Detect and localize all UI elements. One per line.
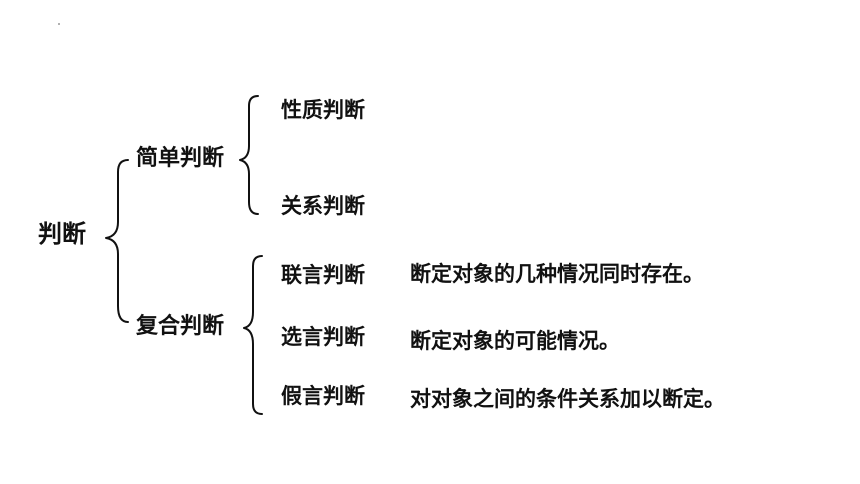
hypothetical-judgment-label: 假言判断 (281, 384, 365, 408)
simple-brace (239, 95, 259, 215)
property-judgment-label: 性质判断 (281, 98, 365, 122)
root-brace (105, 159, 129, 323)
compound-brace (243, 255, 263, 415)
hypothetical-description: 对对象之间的条件关系加以断定。 (410, 387, 725, 411)
disjunctive-judgment-label: 选言判断 (281, 325, 365, 349)
conjunctive-description: 断定对象的几种情况同时存在。 (410, 262, 704, 286)
simple-judgment-label: 简单判断 (136, 146, 225, 171)
root-judgment-label: 判断 (38, 220, 86, 248)
disjunctive-description: 断定对象的可能情况。 (410, 329, 620, 353)
relation-judgment-label: 关系判断 (281, 194, 365, 218)
compound-judgment-label: 复合判断 (136, 314, 225, 339)
conjunctive-judgment-label: 联言判断 (281, 263, 365, 287)
stray-dot (58, 23, 60, 25)
